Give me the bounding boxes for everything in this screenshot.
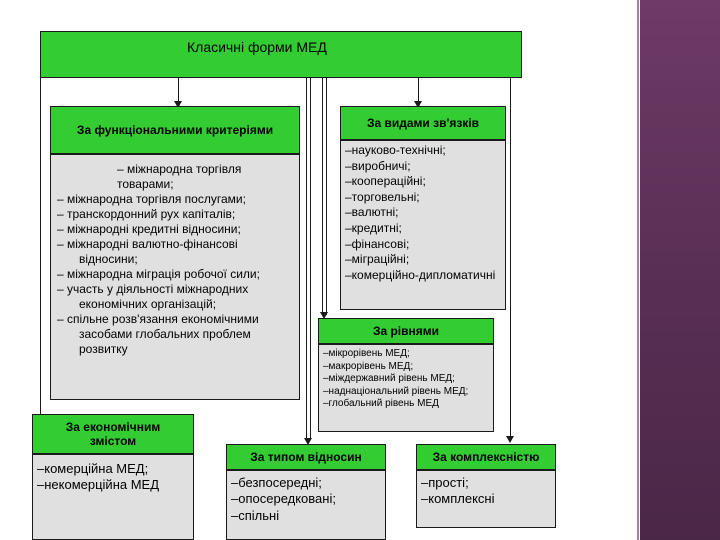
levels-item: –мікрорівень МЕД; — [323, 348, 410, 359]
functional-header: За функціональними критеріями — [50, 106, 300, 154]
decorative-sidebar — [640, 0, 720, 540]
economic-header: За економічним змістом — [32, 414, 194, 454]
levels-item: –міждержавний рівень МЕД; — [323, 373, 455, 384]
links-item: –валютні; — [345, 205, 399, 220]
economic-item: –некомерційна МЕД — [37, 477, 160, 493]
functional-item: – міжнародна міграція робочої сили; — [57, 267, 260, 281]
functional-item: – транскордонний рух капіталів; — [57, 207, 236, 221]
arrow-relations — [304, 438, 312, 445]
functional-item: – участь у діяльності міжнародних економ… — [57, 282, 249, 311]
connector-economic — [40, 78, 41, 414]
links-item: –кредитні; — [345, 220, 402, 235]
complexity-item: –комплексні — [421, 491, 495, 507]
levels-list: –мікрорівень МЕД;–макрорівень МЕД;–міжде… — [323, 348, 489, 411]
links-item: –міграційні; — [345, 252, 410, 267]
functional-list: – міжнародна торгівля послугами;– транск… — [57, 192, 293, 357]
functional-item: – спільне розв'язання економічними засоб… — [57, 312, 259, 356]
relations-list: –безпосередні;–опосередковані;–спільні — [231, 475, 381, 524]
connector-relations-b — [310, 78, 311, 440]
complexity-list-box: –прості;–комплексні — [416, 470, 556, 528]
connector-levels-a — [322, 78, 323, 315]
diagram-title: Класичні форми МЕД — [187, 39, 327, 55]
title-box: Класичні форми МЕД — [40, 31, 522, 78]
arrow-functional — [174, 101, 182, 108]
links-list-box: –науково-технічні;–виробничі;–кооперацій… — [340, 140, 506, 310]
functional-lead: – міжнародна торгівля товарами; — [117, 162, 242, 191]
links-item: –комерційно-дипломатичні — [345, 267, 496, 282]
functional-item: – міжнародні валютно-фінансові відносини… — [57, 237, 238, 266]
functional-list-box: – міжнародна торгівля товарами; – міжнар… — [50, 154, 300, 400]
connector-links — [418, 78, 419, 106]
links-header: За видами зв'язків — [340, 106, 506, 140]
connector-relations-a — [306, 78, 307, 440]
levels-item: –макрорівень МЕД; — [323, 360, 414, 372]
relations-item: –безпосередні; — [231, 475, 322, 490]
arrow-links — [414, 101, 422, 108]
links-item: –фінансові; — [345, 236, 410, 251]
functional-item: – міжнародні кредитні відносини; — [57, 222, 241, 236]
relations-item: –опосередковані; — [231, 491, 336, 507]
complexity-list: –прості;–комплексні — [421, 475, 551, 508]
relations-header: За типом відносин — [226, 444, 386, 470]
levels-list-box: –мікрорівень МЕД;–макрорівень МЕД;–міжде… — [318, 344, 494, 432]
links-item: –науково-технічні; — [345, 143, 446, 157]
levels-item: –наднаціональний рівень МЕД; — [323, 385, 469, 397]
connector-complexity — [510, 78, 511, 438]
arrow-levels — [320, 312, 328, 319]
links-item: –виробничі; — [345, 158, 411, 173]
levels-item: –глобальний рівень МЕД — [323, 398, 439, 409]
sidebar-divider — [637, 0, 639, 540]
connector-levels-b — [326, 78, 327, 315]
complexity-item: –прості; — [421, 475, 469, 490]
links-list: –науково-технічні;–виробничі;–кооперацій… — [345, 143, 501, 283]
levels-header: За рівнями — [318, 318, 494, 344]
relations-item: –спільні — [231, 507, 280, 523]
complexity-header: За комплексністю — [416, 444, 556, 470]
economic-item: –комерційна МЕД; — [37, 461, 149, 476]
arrow-complexity — [506, 436, 514, 443]
connector-functional — [178, 78, 179, 106]
functional-item: – міжнародна торгівля послугами; — [57, 192, 246, 206]
economic-list: –комерційна МЕД;–некомерційна МЕД — [37, 461, 189, 494]
economic-list-box: –комерційна МЕД;–некомерційна МЕД — [32, 454, 194, 540]
links-item: –торговельні; — [345, 189, 420, 204]
links-item: –коопераційні; — [345, 174, 426, 189]
relations-list-box: –безпосередні;–опосередковані;–спільні — [226, 470, 386, 540]
